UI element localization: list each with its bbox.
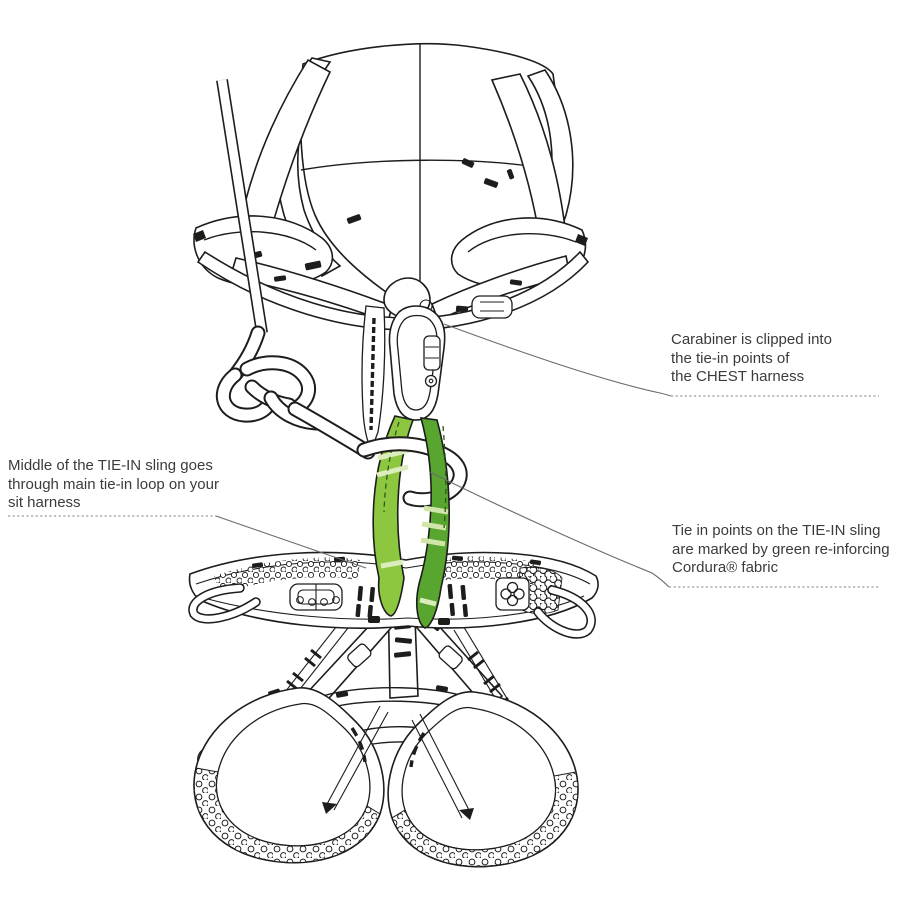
sling-brand-label — [361, 305, 386, 449]
sling-strand-right — [416, 417, 450, 629]
brand-logo-patch — [495, 577, 530, 611]
leg-loop-right-padding — [391, 771, 579, 868]
carabiner — [388, 305, 446, 421]
annotation-carabiner-note: Carabiner is clipped into the tie-in poi… — [671, 331, 896, 387]
leg-strap-slider-right — [438, 645, 463, 670]
leader-carabiner — [443, 323, 672, 397]
annotation-text-line: Cordura® fabric — [672, 559, 779, 577]
annotation-text-line: are marked by green re-inforcing — [672, 540, 890, 558]
leg-loop-right — [387, 691, 579, 868]
belt-lacing-rings — [296, 596, 340, 606]
webbing-marks — [193, 158, 588, 313]
leg-loop-left — [193, 687, 389, 864]
leader-tie-in-points — [429, 471, 670, 588]
leader-sling-middle — [215, 515, 367, 569]
carabiner-gate-hinge — [424, 374, 438, 388]
leg-strap-slider-left — [347, 643, 372, 668]
brand-label-text-marks — [369, 317, 376, 431]
rope — [216, 79, 268, 334]
annotation-leader-lines — [8, 323, 880, 588]
annotation-text-line: the CHEST harness — [671, 368, 805, 386]
leg-loop-left-padding — [193, 767, 381, 864]
carabiner-lock-sleeve — [423, 335, 441, 371]
belay-strap-stitching — [393, 623, 413, 658]
leg-riser-left — [322, 705, 389, 814]
annotation-text-line: sit harness — [8, 494, 81, 512]
annotation-tie-in-points-note: Tie in points on the TIE-IN sling are ma… — [672, 522, 897, 578]
figure-eight-knot — [215, 325, 376, 460]
rope-tie-in-loop — [356, 436, 468, 508]
clover-icon — [500, 581, 525, 607]
chest-buckle-right — [471, 295, 513, 319]
annotation-text-line: the tie-in points of — [671, 349, 790, 367]
belt-mesh-left — [214, 557, 360, 594]
tie-in-sling — [356, 415, 468, 629]
annotation-text-line: through main tie-in loop on your — [8, 475, 219, 493]
annotation-text-line: Carabiner is clipped into — [671, 331, 832, 348]
leg-riser-right — [411, 713, 474, 820]
gear-loop-left — [188, 583, 261, 624]
annotation-text-line: Tie in points on the TIE-IN sling — [672, 522, 881, 539]
annotation-text-line: Middle of the TIE-IN sling goes — [8, 457, 213, 474]
gear-loop-right — [533, 585, 596, 639]
annotation-sling-middle-note: Middle of the TIE-IN sling goes through … — [8, 457, 243, 513]
